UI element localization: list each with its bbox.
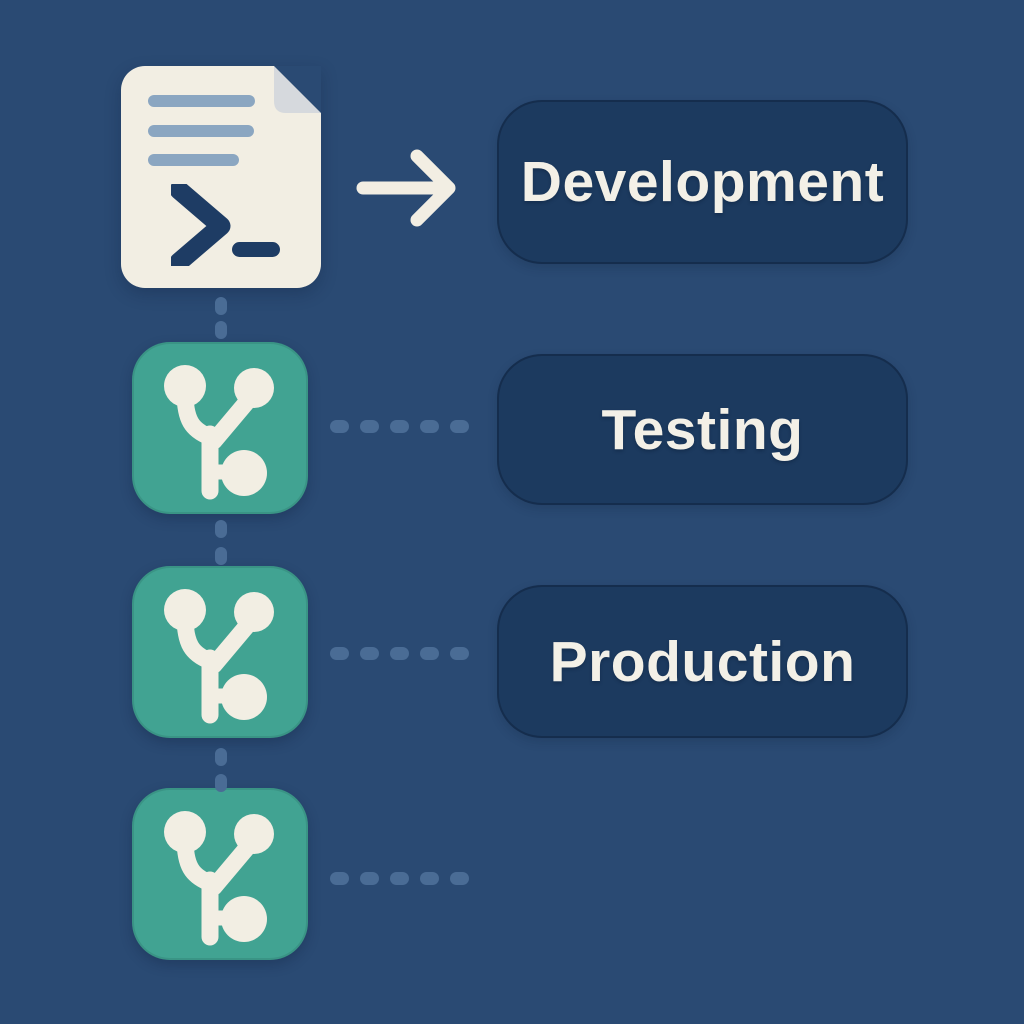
dashed-connector <box>330 420 469 433</box>
vertical-connector-dot <box>215 748 227 766</box>
doc-text-line <box>148 95 255 107</box>
page-fold-icon <box>274 66 321 113</box>
vertical-connector-dot <box>215 321 227 339</box>
vertical-connector-dot <box>215 520 227 538</box>
stage-pill-production: Production <box>497 585 908 738</box>
terminal-prompt-icon <box>171 184 280 266</box>
stage-pill-testing: Testing <box>497 354 908 505</box>
stage-label: Production <box>549 629 856 694</box>
script-file-icon <box>121 66 321 288</box>
dashed-connector <box>330 647 469 660</box>
arrow-right-icon <box>356 149 456 227</box>
vertical-connector-dot <box>215 774 227 792</box>
git-branch-icon <box>132 788 308 960</box>
dashed-connector <box>330 872 469 885</box>
doc-text-line <box>148 125 254 137</box>
stage-label: Testing <box>601 397 804 462</box>
stage-label: Development <box>520 150 885 214</box>
stage-pill-development: Development <box>497 100 908 264</box>
vertical-connector-dot <box>215 547 227 565</box>
vertical-connector-dot <box>215 297 227 315</box>
git-branch-icon <box>132 566 308 738</box>
doc-text-line <box>148 154 239 166</box>
git-branch-icon <box>132 342 308 514</box>
